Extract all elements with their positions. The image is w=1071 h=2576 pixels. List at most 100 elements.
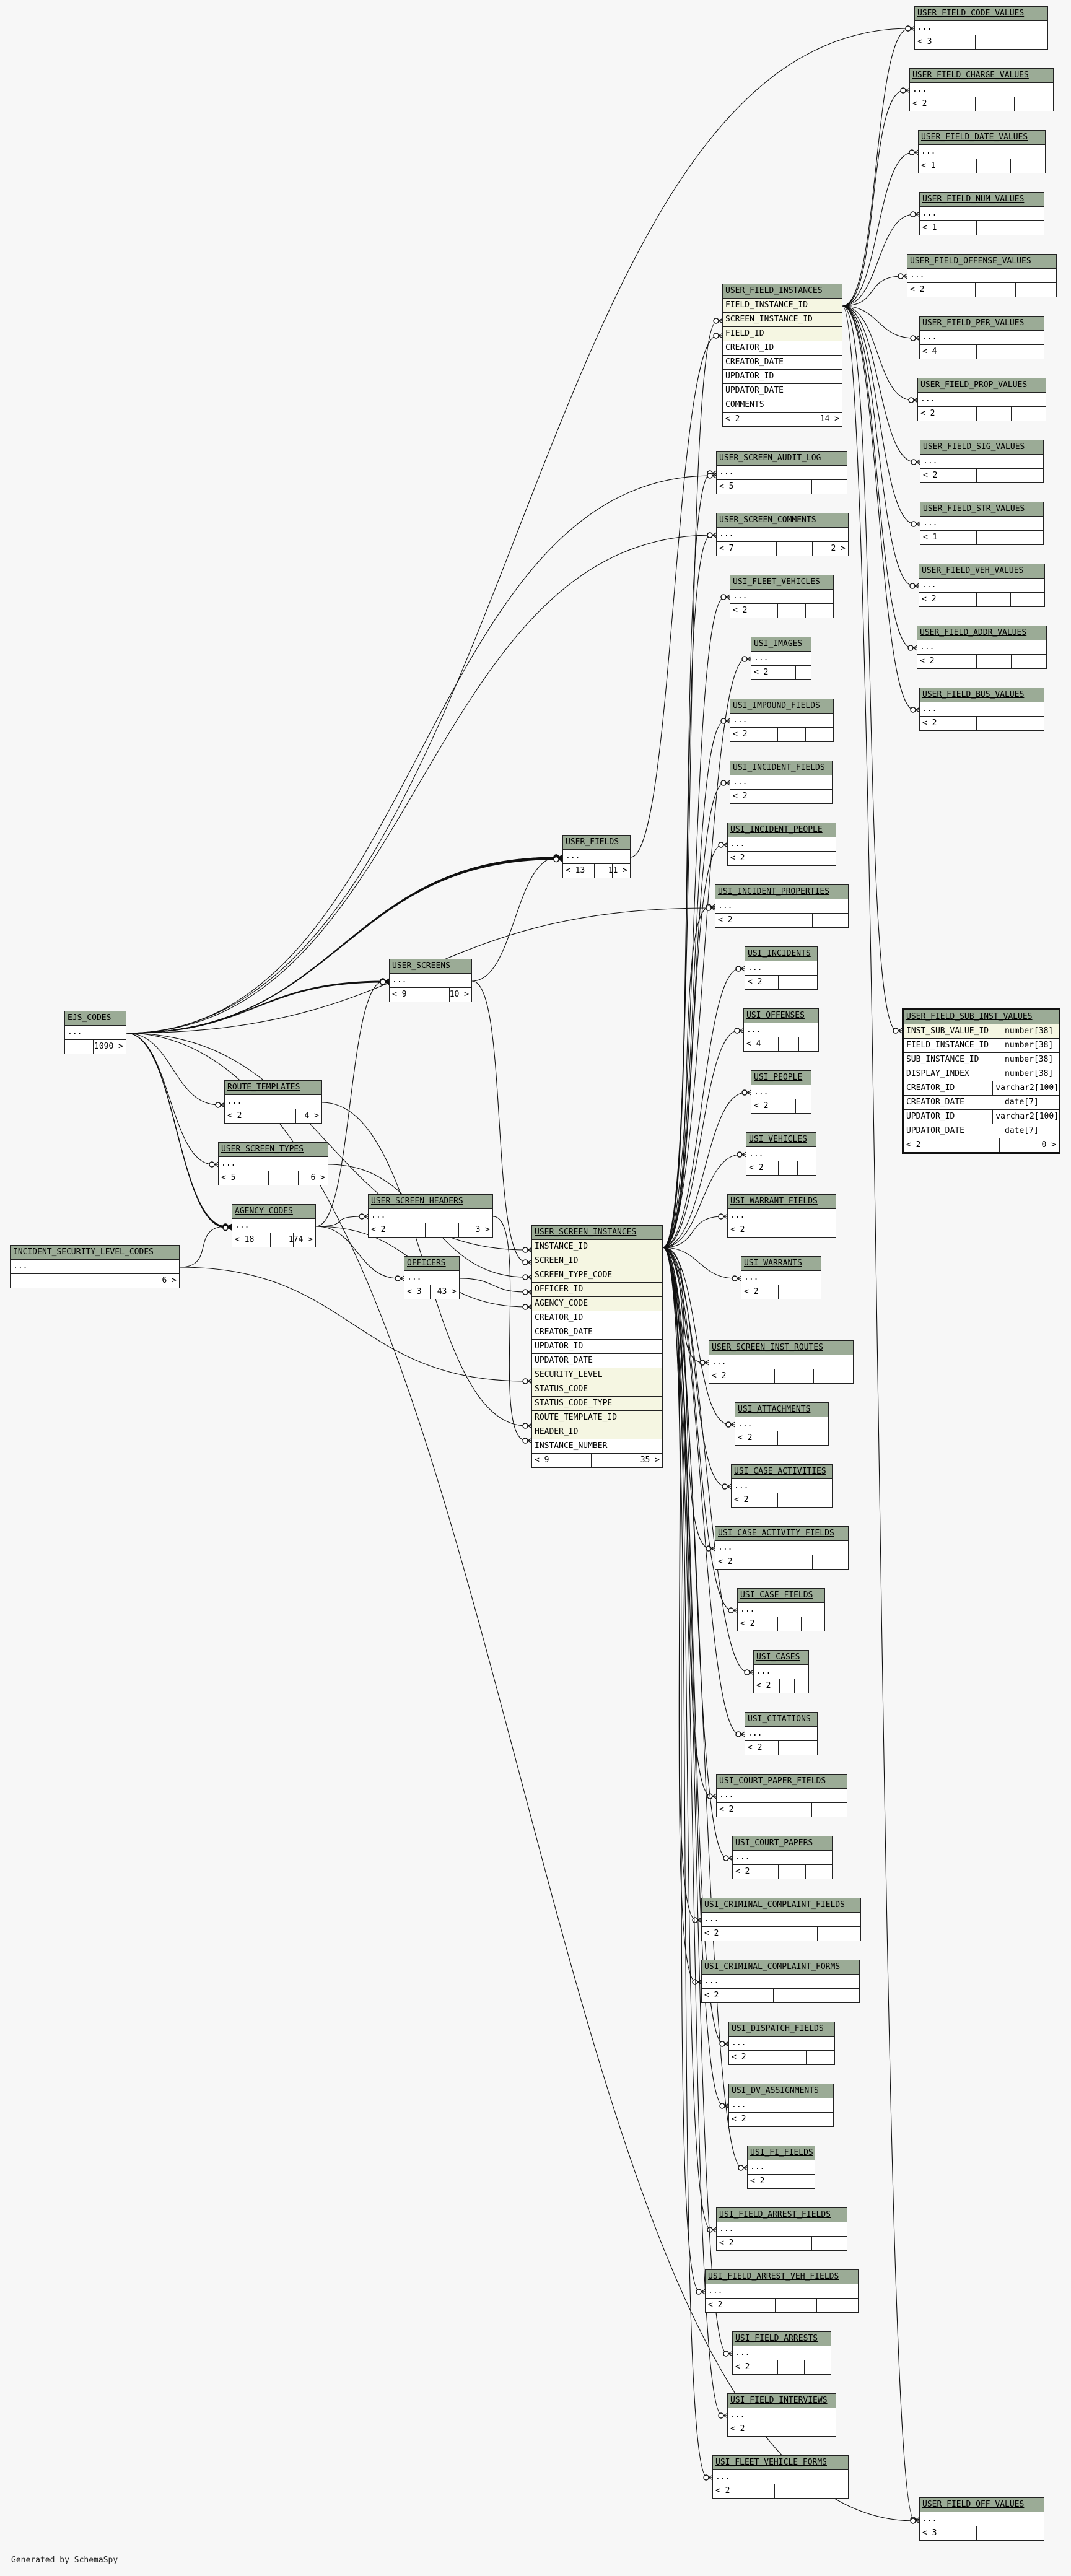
- collapsed-columns[interactable]: ...: [907, 269, 1056, 283]
- table-title[interactable]: USER_FIELD_CODE_VALUES: [915, 7, 1047, 21]
- collapsed-columns[interactable]: ...: [745, 961, 817, 976]
- table-title[interactable]: USI_FIELD_ARREST_FIELDS: [717, 2208, 847, 2222]
- collapsed-columns[interactable]: ...: [728, 1209, 836, 1223]
- table-title[interactable]: USER_FIELD_BUS_VALUES: [920, 688, 1044, 702]
- table-usi-dv-assignments[interactable]: USI_DV_ASSIGNMENTS...< 2: [728, 2084, 834, 2127]
- table-title[interactable]: USER_SCREEN_HEADERS: [369, 1195, 492, 1209]
- collapsed-columns[interactable]: ...: [920, 207, 1044, 221]
- table-title[interactable]: USER_SCREEN_COMMENTS: [717, 513, 848, 528]
- table-title[interactable]: USER_SCREEN_AUDIT_LOG: [717, 452, 847, 466]
- table-usi-court-papers[interactable]: USI_COURT_PAPERS...< 2: [732, 1836, 833, 1879]
- table-title[interactable]: USER_FIELD_CHARGE_VALUES: [910, 69, 1053, 83]
- collapsed-columns[interactable]: ...: [748, 2160, 815, 2175]
- collapsed-columns[interactable]: ...: [917, 640, 1046, 655]
- table-usi-incident-fields[interactable]: USI_INCIDENT_FIELDS...< 2: [730, 761, 833, 804]
- table-title[interactable]: USI_ATTACHMENTS: [735, 1403, 828, 1417]
- table-title[interactable]: USI_FLEET_VEHICLE_FORMS: [713, 2456, 848, 2470]
- table-title[interactable]: ROUTE_TEMPLATES: [225, 1081, 321, 1095]
- column-creator-id[interactable]: CREATOR_ID: [723, 341, 842, 356]
- collapsed-columns[interactable]: ...: [369, 1209, 492, 1223]
- column-screen-type-code[interactable]: SCREEN_TYPE_CODE: [532, 1268, 662, 1283]
- collapsed-columns[interactable]: ...: [910, 83, 1053, 97]
- collapsed-columns[interactable]: ...: [920, 517, 1043, 531]
- column-creator-date[interactable]: CREATOR_DATE: [723, 356, 842, 370]
- table-title[interactable]: USI_INCIDENT_FIELDS: [730, 761, 832, 775]
- table-title[interactable]: USI_DISPATCH_FIELDS: [729, 2022, 834, 2037]
- table-title[interactable]: USI_CASE_FIELDS: [738, 1589, 824, 1603]
- table-ejs-codes[interactable]: EJS_CODES...1090 >: [64, 1011, 126, 1054]
- table-usi-incident-properties[interactable]: USI_INCIDENT_PROPERTIES...< 2: [715, 884, 849, 928]
- table-title[interactable]: USI_COURT_PAPER_FIELDS: [717, 1775, 847, 1789]
- table-title[interactable]: USI_FI_FIELDS: [748, 2146, 815, 2160]
- table-user-field-str-values[interactable]: USER_FIELD_STR_VALUES...< 1: [920, 502, 1044, 545]
- collapsed-columns[interactable]: ...: [741, 1271, 821, 1285]
- table-title[interactable]: USER_FIELD_PROP_VALUES: [918, 378, 1046, 393]
- column-creator-date[interactable]: CREATOR_DATE: [532, 1325, 662, 1340]
- table-title[interactable]: USI_CASE_ACTIVITY_FIELDS: [715, 1527, 848, 1541]
- table-title[interactable]: USI_CRIMINAL_COMPLAINT_FIELDS: [702, 1898, 860, 1913]
- table-title[interactable]: USI_WARRANT_FIELDS: [728, 1195, 836, 1209]
- table-title[interactable]: USI_IMPOUND_FIELDS: [730, 699, 833, 714]
- table-title[interactable]: USI_OFFENSES: [744, 1009, 818, 1023]
- column-creator-id[interactable]: CREATOR_ID: [532, 1311, 662, 1325]
- column-field-id[interactable]: FIELD_ID: [723, 327, 842, 341]
- collapsed-columns[interactable]: ...: [729, 2098, 833, 2113]
- table-usi-attachments[interactable]: USI_ATTACHMENTS...< 2: [735, 1402, 829, 1446]
- collapsed-columns[interactable]: ...: [717, 2222, 847, 2237]
- column-comments[interactable]: COMMENTS: [723, 398, 842, 413]
- collapsed-columns[interactable]: ...: [920, 702, 1044, 717]
- collapsed-columns[interactable]: ...: [219, 1157, 328, 1171]
- table-user-field-per-values[interactable]: USER_FIELD_PER_VALUES...< 4: [919, 316, 1044, 359]
- collapsed-columns[interactable]: ...: [717, 1789, 847, 1803]
- table-usi-field-interviews[interactable]: USI_FIELD_INTERVIEWS...< 2: [727, 2393, 836, 2437]
- table-usi-vehicles[interactable]: USI_VEHICLES...< 2: [746, 1132, 816, 1176]
- table-usi-offenses[interactable]: USI_OFFENSES...< 4: [743, 1008, 819, 1052]
- table-user-field-offense-values[interactable]: USER_FIELD_OFFENSE_VALUES...< 2: [907, 254, 1057, 297]
- table-user-field-sig-values[interactable]: USER_FIELD_SIG_VALUES...< 2: [920, 440, 1044, 483]
- collapsed-columns[interactable]: ...: [702, 1975, 859, 1989]
- table-title[interactable]: OFFICERS: [404, 1257, 459, 1271]
- table-user-field-prop-values[interactable]: USER_FIELD_PROP_VALUES...< 2: [917, 378, 1046, 421]
- table-usi-warrant-fields[interactable]: USI_WARRANT_FIELDS...< 2: [727, 1194, 836, 1238]
- collapsed-columns[interactable]: ...: [746, 1147, 816, 1161]
- table-user-screen-audit-log[interactable]: USER_SCREEN_AUDIT_LOG...< 5: [716, 451, 847, 494]
- table-usi-warrants[interactable]: USI_WARRANTS...< 2: [741, 1256, 821, 1299]
- collapsed-columns[interactable]: ...: [733, 1851, 832, 1865]
- table-usi-impound-fields[interactable]: USI_IMPOUND_FIELDS...< 2: [730, 699, 834, 742]
- collapsed-columns[interactable]: ...: [709, 1355, 853, 1369]
- table-title[interactable]: USI_INCIDENT_PEOPLE: [728, 823, 836, 837]
- table-usi-images[interactable]: USI_IMAGES...< 2: [751, 637, 811, 680]
- table-title[interactable]: USI_VEHICLES: [746, 1133, 816, 1147]
- table-title[interactable]: USER_FIELD_SUB_INST_VALUES: [904, 1010, 1059, 1024]
- table-title[interactable]: USI_IMAGES: [751, 637, 811, 652]
- collapsed-columns[interactable]: ...: [919, 579, 1044, 593]
- table-usi-fi-fields[interactable]: USI_FI_FIELDS...< 2: [747, 2146, 815, 2189]
- column-instance-number[interactable]: INSTANCE_NUMBER: [532, 1439, 662, 1454]
- collapsed-columns[interactable]: ...: [729, 2037, 834, 2051]
- column-header-id[interactable]: HEADER_ID: [532, 1425, 662, 1439]
- collapsed-columns[interactable]: ...: [730, 775, 832, 790]
- table-user-field-num-values[interactable]: USER_FIELD_NUM_VALUES...< 1: [919, 192, 1044, 235]
- collapsed-columns[interactable]: ...: [920, 455, 1043, 469]
- column-security-level[interactable]: SECURITY_LEVEL: [532, 1368, 662, 1382]
- column-instance-id[interactable]: INSTANCE_ID: [532, 1240, 662, 1254]
- collapsed-columns[interactable]: ...: [754, 1665, 808, 1679]
- table-title[interactable]: USER_FIELDS: [563, 836, 630, 850]
- table-title[interactable]: USER_FIELD_NUM_VALUES: [920, 193, 1044, 207]
- collapsed-columns[interactable]: ...: [65, 1026, 126, 1040]
- table-title[interactable]: USER_FIELD_STR_VALUES: [920, 502, 1043, 517]
- collapsed-columns[interactable]: ...: [730, 590, 833, 604]
- table-title[interactable]: USER_FIELD_DATE_VALUES: [919, 131, 1045, 145]
- collapsed-columns[interactable]: ...: [728, 2408, 836, 2422]
- table-usi-case-fields[interactable]: USI_CASE_FIELDS...< 2: [737, 1588, 825, 1631]
- collapsed-columns[interactable]: ...: [751, 652, 811, 666]
- table-user-field-off-values[interactable]: USER_FIELD_OFF_VALUES...< 3: [919, 2497, 1044, 2541]
